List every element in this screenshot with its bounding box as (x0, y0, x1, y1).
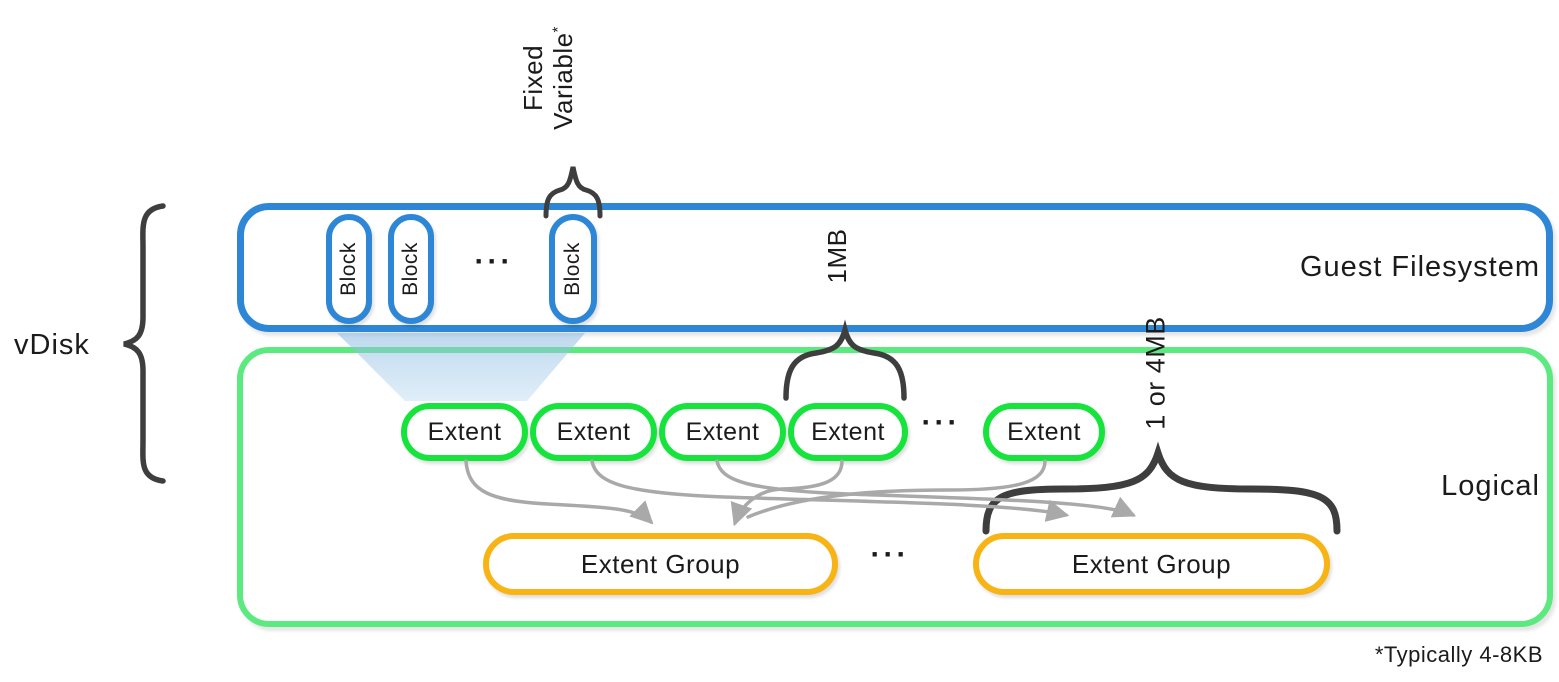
extent-group-label: Extent Group (1071, 548, 1232, 579)
extent-group-label: Extent Group (580, 548, 741, 579)
extent-label: Extent (556, 417, 631, 446)
footnote-label: *Typically 4-8KB (1374, 642, 1543, 667)
extent-group-pill: Extent Group (483, 533, 838, 595)
block-size-line1: Fixed (518, 44, 549, 112)
extent-size-annotation: 1MB (822, 228, 853, 284)
block-label: Block (561, 242, 585, 296)
extent-pill: Extent (788, 403, 908, 461)
block-pill: Block (326, 214, 372, 324)
block-size-annotation: Fixed Variable* (518, 26, 579, 130)
extent-pill: Extent (983, 403, 1105, 461)
extent-pill: Extent (530, 403, 657, 461)
extent-group-size-annotation: 1 or 4MB (1140, 316, 1171, 430)
block-label: Block (399, 242, 423, 296)
extent-label: Extent (427, 417, 502, 446)
extent-label: Extent (1007, 417, 1081, 446)
extent-label: Extent (685, 417, 760, 446)
asterisk: * (549, 26, 567, 33)
extent-pill: Extent (401, 403, 528, 461)
extent-label: Extent (811, 417, 885, 446)
block-pill: Block (549, 214, 597, 324)
extent-group-pill: Extent Group (973, 533, 1330, 595)
block-size-line2: Variable* (548, 26, 578, 130)
extent-groups-ellipsis: ··· (870, 538, 910, 571)
vdisk-brace (123, 203, 166, 484)
extent-pill: Extent (659, 403, 786, 461)
logical-label: Logical (1441, 470, 1540, 502)
block-label: Block (337, 242, 361, 296)
vdisk-label: vDisk (14, 329, 90, 361)
block-pill: Block (388, 214, 434, 324)
blocks-ellipsis: ··· (474, 245, 514, 278)
extents-ellipsis: ··· (921, 406, 961, 439)
guest-filesystem-label: Guest Filesystem (1300, 251, 1540, 283)
